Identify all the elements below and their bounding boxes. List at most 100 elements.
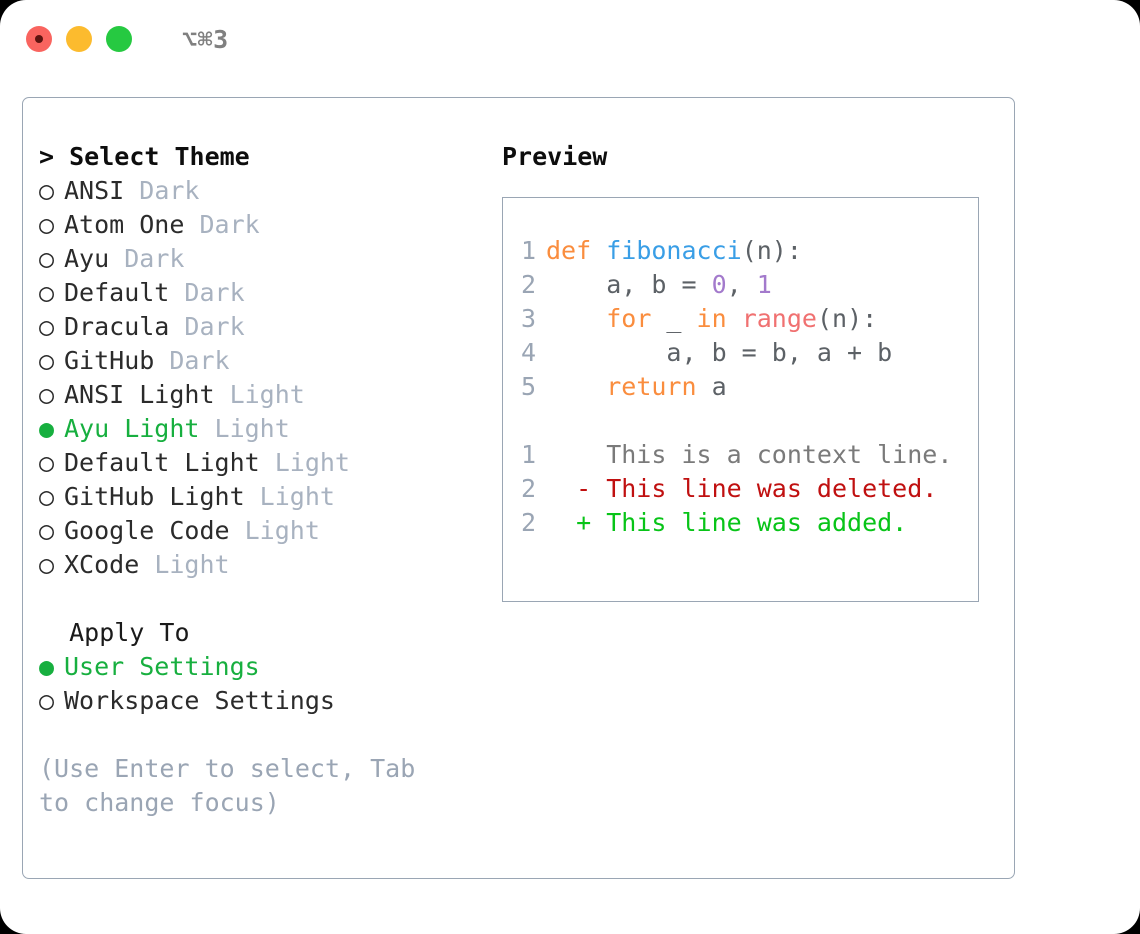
theme-option-ayu[interactable]: ○Ayu Dark bbox=[39, 242, 469, 276]
diff-line-ctx: 1 This is a context line. bbox=[503, 438, 978, 472]
apply-to-header: Apply To bbox=[39, 618, 190, 647]
minimize-button[interactable] bbox=[66, 26, 92, 52]
diff-text: This is a context line. bbox=[546, 440, 953, 469]
theme-option-kind: Light bbox=[214, 414, 290, 443]
theme-option-name: GitHub bbox=[64, 346, 170, 375]
code-token-pl: a bbox=[696, 372, 727, 401]
code-token-pl: a, b = b, a + b bbox=[546, 338, 893, 367]
theme-option-kind: Dark bbox=[169, 346, 230, 375]
code-token-kw: return bbox=[606, 372, 697, 401]
theme-option-name: Default bbox=[64, 278, 185, 307]
theme-option-dracula[interactable]: ○Dracula Dark bbox=[39, 310, 469, 344]
close-button[interactable] bbox=[26, 26, 52, 52]
line-number: 5 bbox=[521, 372, 537, 401]
line-number: 2 bbox=[521, 508, 537, 537]
radio-unselected-icon: ○ bbox=[39, 278, 55, 307]
preview-column: Preview 1 def fibonacci (n): 2 a, b = 0, 1 3… bbox=[502, 140, 1002, 602]
theme-option-kind: Light bbox=[229, 380, 305, 409]
code-token-kw: in bbox=[696, 304, 727, 333]
code-diff-separator bbox=[503, 404, 978, 438]
apply-to-list[interactable]: ●User Settings○ Workspace Settings bbox=[39, 650, 469, 718]
zoom-button[interactable] bbox=[106, 26, 132, 52]
theme-option-name: Atom One bbox=[64, 210, 200, 239]
code-line: 3 for _ in range(n): bbox=[503, 302, 978, 336]
code-token-call: range bbox=[741, 304, 817, 333]
line-number: 1 bbox=[521, 440, 537, 469]
radio-selected-icon: ● bbox=[39, 652, 55, 681]
code-token-pl bbox=[546, 372, 606, 401]
theme-option-default[interactable]: ○ Default Dark bbox=[39, 276, 469, 310]
theme-option-name: Default Light bbox=[64, 448, 275, 477]
theme-option-atom-one[interactable]: ○ Atom One Dark bbox=[39, 208, 469, 242]
code-token-pl: , bbox=[726, 270, 757, 299]
radio-unselected-icon: ○ bbox=[39, 244, 55, 273]
caret-icon: > bbox=[39, 142, 70, 171]
radio-unselected-icon: ○ bbox=[39, 346, 55, 375]
theme-picker-column: > Select Theme ○ANSI Dark○Atom One Dark○… bbox=[39, 140, 469, 820]
code-token-num: 1 bbox=[756, 270, 772, 299]
theme-option-kind: Dark bbox=[199, 210, 260, 239]
theme-list[interactable]: ○ANSI Dark○Atom One Dark○Ayu Dark○Defaul… bbox=[39, 174, 469, 582]
theme-option-name: GitHub Light bbox=[64, 482, 260, 511]
theme-option-ansi[interactable]: ○ ANSI Dark bbox=[39, 174, 469, 208]
code-token-pl: (n): bbox=[816, 304, 878, 333]
theme-option-github-light[interactable]: ○ GitHub Light Light bbox=[39, 480, 469, 514]
code-token-kw: def bbox=[546, 236, 592, 265]
traffic-lights bbox=[26, 26, 132, 52]
line-number: 3 bbox=[521, 304, 537, 333]
apply-to-option-name: Workspace Settings bbox=[64, 686, 335, 715]
theme-option-default-light[interactable]: ○Default Light Light bbox=[39, 446, 469, 480]
theme-option-name: Ayu bbox=[64, 244, 125, 273]
theme-option-name: Google Code bbox=[64, 516, 245, 545]
theme-option-name: Ayu Light bbox=[64, 414, 215, 443]
code-token-num: 0 bbox=[711, 270, 727, 299]
theme-option-ayu-light[interactable]: ● Ayu Light Light bbox=[39, 412, 469, 446]
title-bar: ⌥⌘3 bbox=[0, 0, 1140, 78]
code-line: 4 a, b = b, a + b bbox=[503, 336, 978, 370]
theme-option-ansi-light[interactable]: ○ ANSI Light Light bbox=[39, 378, 469, 412]
theme-option-kind: Dark bbox=[184, 278, 245, 307]
diff-sample: 1 This is a context line.2 - This line w… bbox=[503, 438, 978, 540]
code-sample: 1 def fibonacci (n): 2 a, b = 0, 1 3 for _ i… bbox=[503, 234, 978, 404]
diff-text: - This line was deleted. bbox=[546, 474, 938, 503]
theme-option-kind: Dark bbox=[139, 176, 200, 205]
theme-option-google-code[interactable]: ○Google Code Light bbox=[39, 514, 469, 548]
radio-unselected-icon: ○ bbox=[39, 176, 55, 205]
keyboard-shortcut-label: ⌥⌘3 bbox=[182, 24, 229, 54]
theme-option-kind: Light bbox=[259, 482, 335, 511]
code-token-pl bbox=[546, 304, 606, 333]
theme-option-name: Dracula bbox=[64, 312, 185, 341]
preview-title: Preview bbox=[502, 142, 608, 171]
code-token-pl bbox=[591, 236, 606, 265]
theme-option-kind: Dark bbox=[184, 312, 245, 341]
keyboard-hint: (Use Enter to select, Tab to change focu… bbox=[39, 754, 431, 817]
apply-to-option-user-settings[interactable]: ●User Settings bbox=[39, 650, 469, 684]
theme-option-kind: Light bbox=[154, 550, 230, 579]
apply-to-option-workspace-settings[interactable]: ○ Workspace Settings bbox=[39, 684, 469, 718]
code-token-pl: _ bbox=[651, 304, 697, 333]
theme-option-github[interactable]: ○ GitHub Dark bbox=[39, 344, 469, 378]
radio-unselected-icon: ○ bbox=[39, 550, 55, 579]
code-token-pl bbox=[727, 304, 742, 333]
diff-line-del: 2 - This line was deleted. bbox=[503, 472, 978, 506]
theme-option-name: ANSI bbox=[64, 176, 140, 205]
radio-unselected-icon: ○ bbox=[39, 380, 55, 409]
code-token-kw: for bbox=[606, 304, 652, 333]
theme-option-xcode[interactable]: ○XCode Light bbox=[39, 548, 469, 582]
line-number: 2 bbox=[521, 270, 537, 299]
line-number: 1 bbox=[521, 236, 537, 265]
radio-unselected-icon: ○ bbox=[39, 482, 55, 511]
theme-option-kind: Light bbox=[274, 448, 350, 477]
code-token-fn: fibonacci bbox=[606, 236, 742, 265]
theme-option-name: ANSI Light bbox=[64, 380, 230, 409]
radio-unselected-icon: ○ bbox=[39, 210, 55, 239]
code-line: 5 return a bbox=[503, 370, 978, 404]
select-theme-header: > Select Theme bbox=[39, 140, 469, 174]
radio-selected-icon: ● bbox=[39, 414, 55, 443]
code-token-pl: a, b = bbox=[546, 270, 712, 299]
radio-unselected-icon: ○ bbox=[39, 686, 55, 715]
radio-unselected-icon: ○ bbox=[39, 516, 55, 545]
diff-line-add: 2 + This line was added. bbox=[503, 506, 978, 540]
